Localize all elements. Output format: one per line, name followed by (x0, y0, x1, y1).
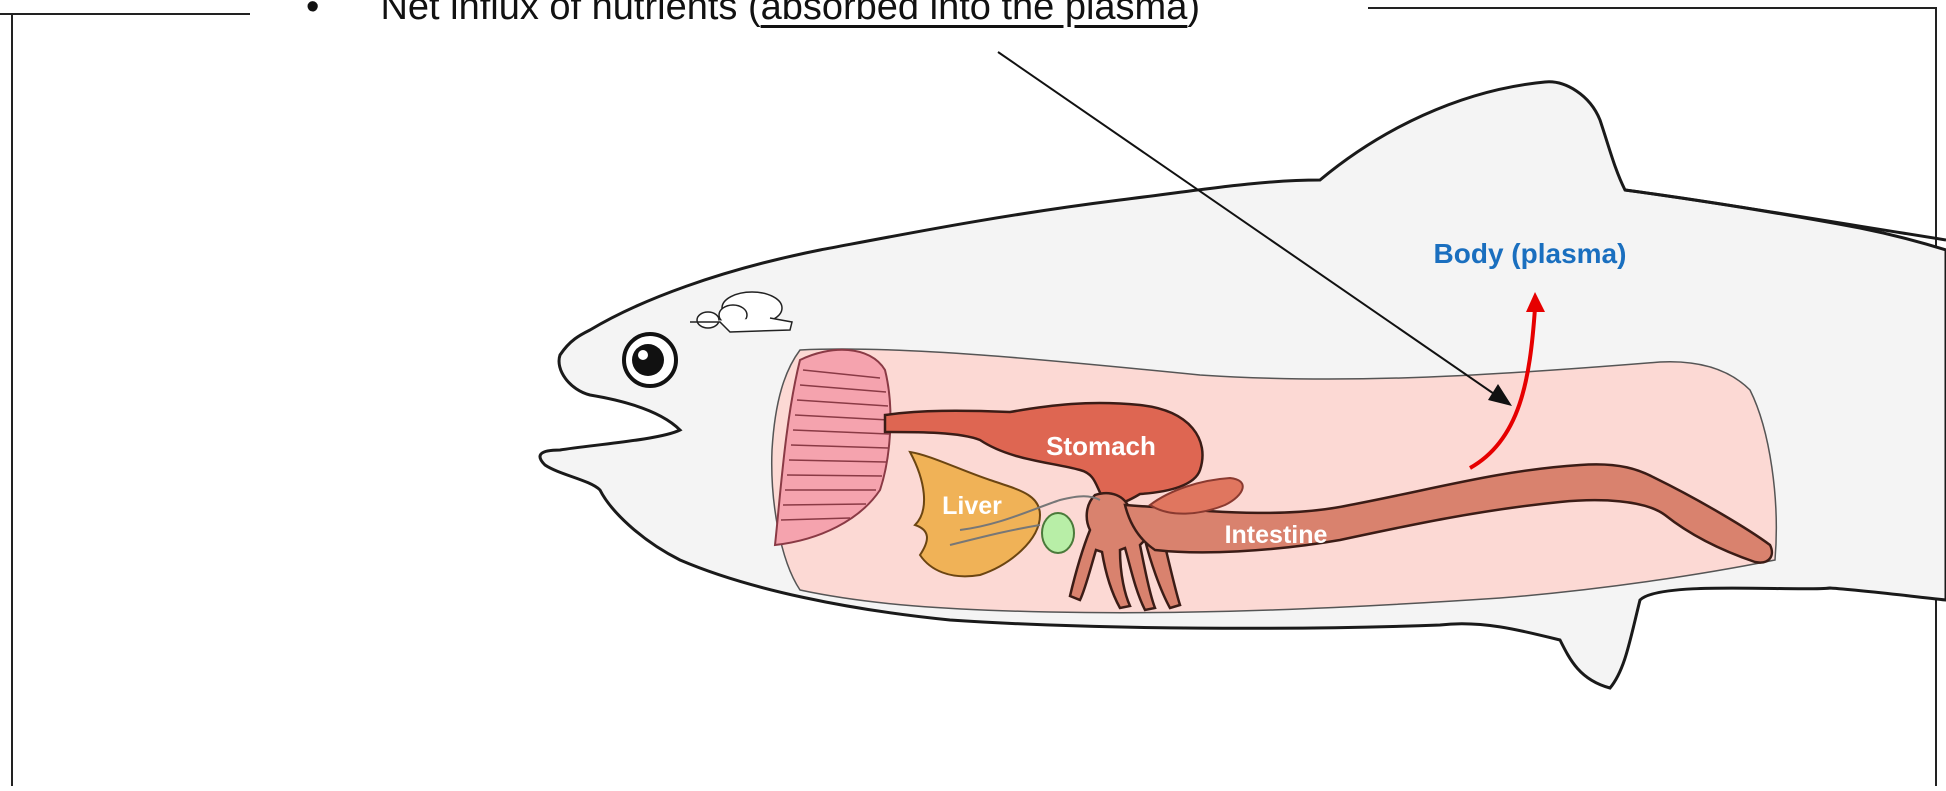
liver-label: Liver (942, 492, 1002, 520)
gallbladder (1042, 513, 1074, 553)
bullet-text: • Net influx of nutrients (absorbed into… (298, 0, 1208, 29)
intestine-label: Intestine (1225, 521, 1328, 549)
bullet-text-underlined: absorbed into the plasma (761, 0, 1188, 28)
bullet-text-before: Net influx of nutrients ( (380, 0, 760, 28)
stomach-label: Stomach (1046, 431, 1156, 461)
body-plasma-label: Body (plasma) (1434, 238, 1627, 269)
bullet-text-after: ) (1187, 0, 1200, 28)
eye-icon (624, 334, 676, 386)
bullet-marker: • (306, 0, 319, 28)
